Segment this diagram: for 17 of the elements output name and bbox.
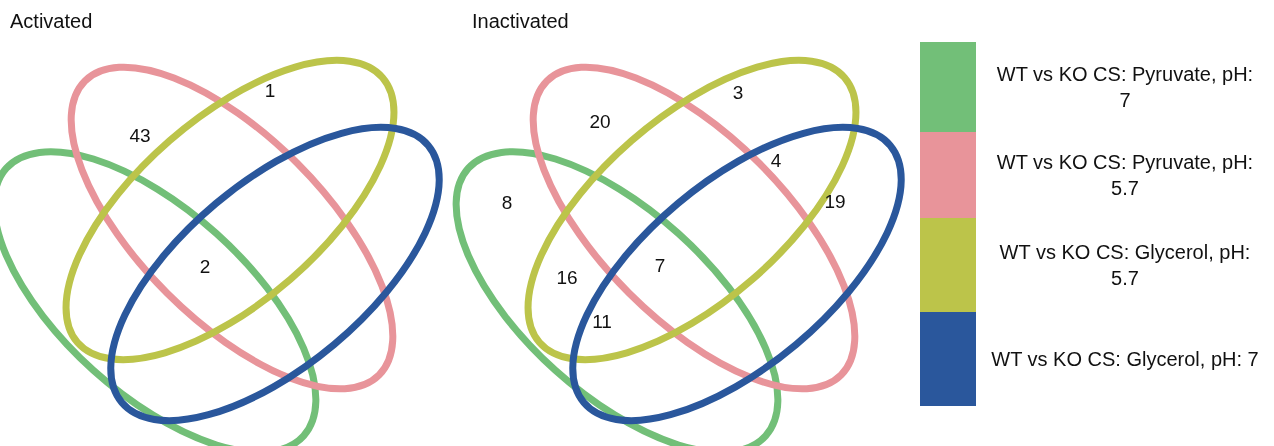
count-label: 1: [264, 79, 276, 101]
count-label: 11: [592, 310, 612, 332]
count-label: 16: [556, 266, 578, 288]
panel-title: Inactivated: [472, 10, 569, 32]
count-label: 19: [824, 190, 846, 212]
count-label: 20: [589, 110, 611, 132]
count-label: 4: [770, 149, 782, 171]
legend-label: WT vs KO CS: Glycerol, pH: 7: [990, 347, 1260, 372]
count-label: 3: [732, 81, 744, 103]
count-label: 43: [129, 124, 151, 146]
legend-label: WT vs KO CS: Glycerol, pH: 5.7: [998, 240, 1252, 291]
count-label: 2: [199, 255, 211, 277]
panel-title: Activated: [10, 10, 93, 32]
count-label: 8: [501, 191, 513, 213]
legend-label: WT vs KO CS: Pyruvate, pH: 7: [995, 62, 1255, 113]
count-label: 7: [654, 254, 666, 276]
legend-label: WT vs KO CS: Pyruvate, pH: 5.7: [995, 150, 1255, 201]
